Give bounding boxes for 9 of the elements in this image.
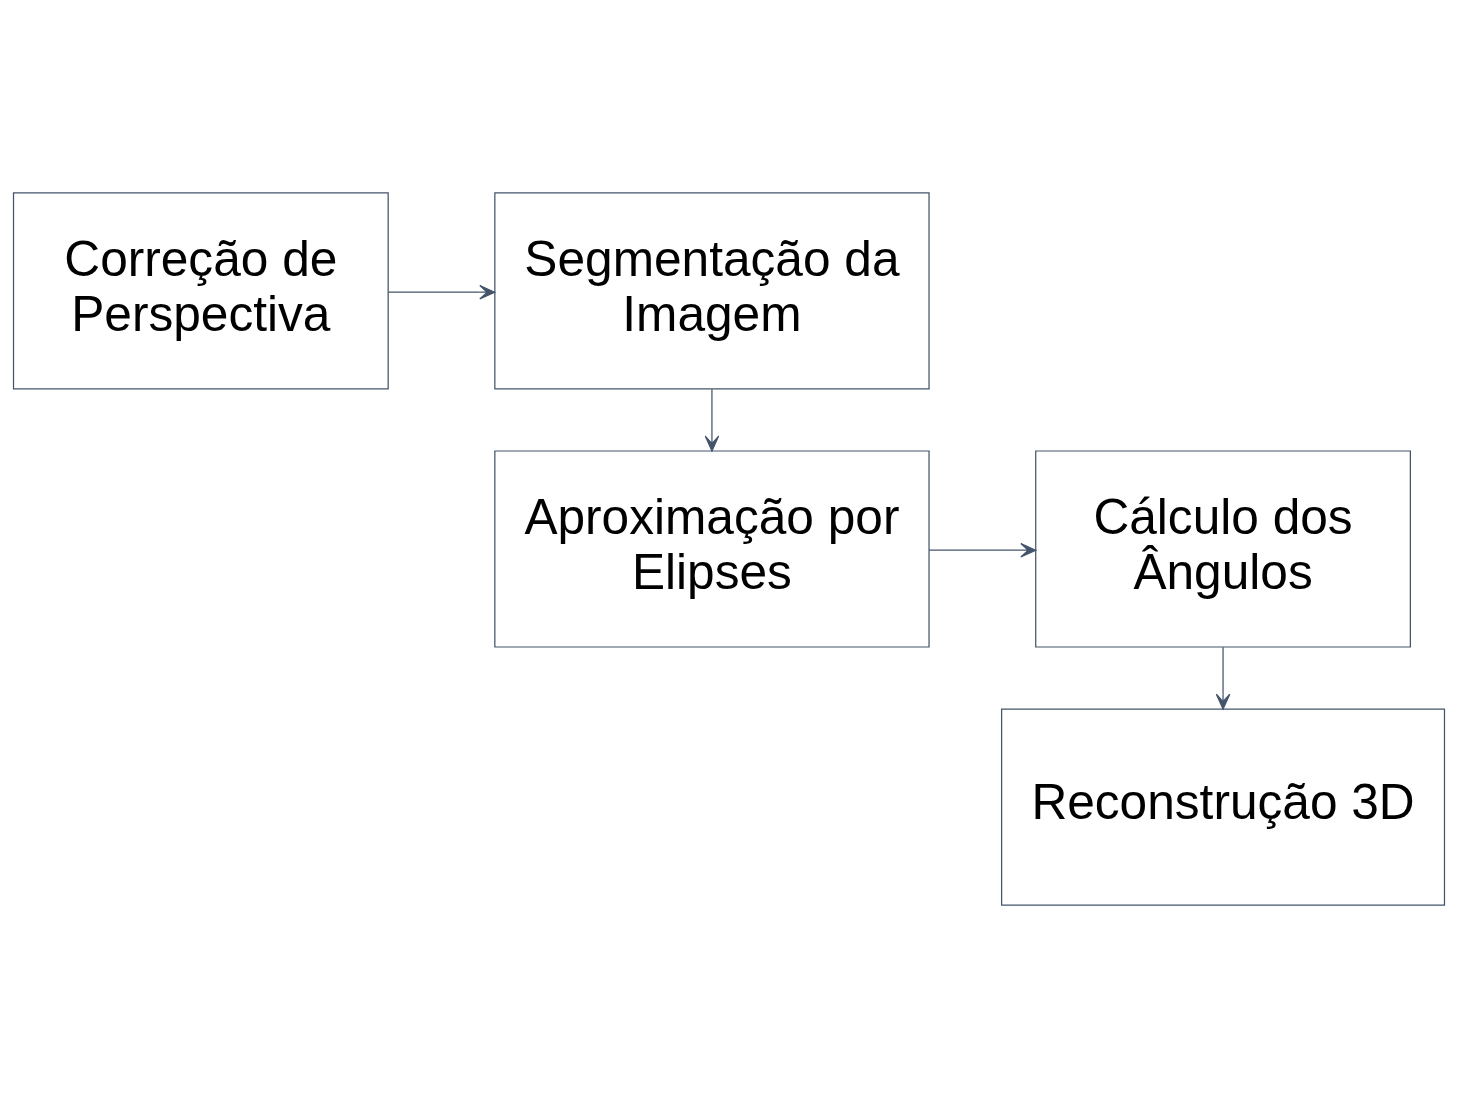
arrow [704, 388, 720, 452]
node-box: Reconstrução 3D [1001, 708, 1446, 906]
node-box: Correção de Perspectiva [12, 192, 389, 390]
node-box: Aproximação por Elipses [494, 450, 930, 648]
arrow [1215, 646, 1231, 710]
node-box: Cálculo dos Ângulos [1035, 450, 1411, 648]
arrow [387, 284, 496, 300]
node-box: Segmentação da Imagem [494, 192, 930, 390]
arrow [928, 542, 1037, 558]
